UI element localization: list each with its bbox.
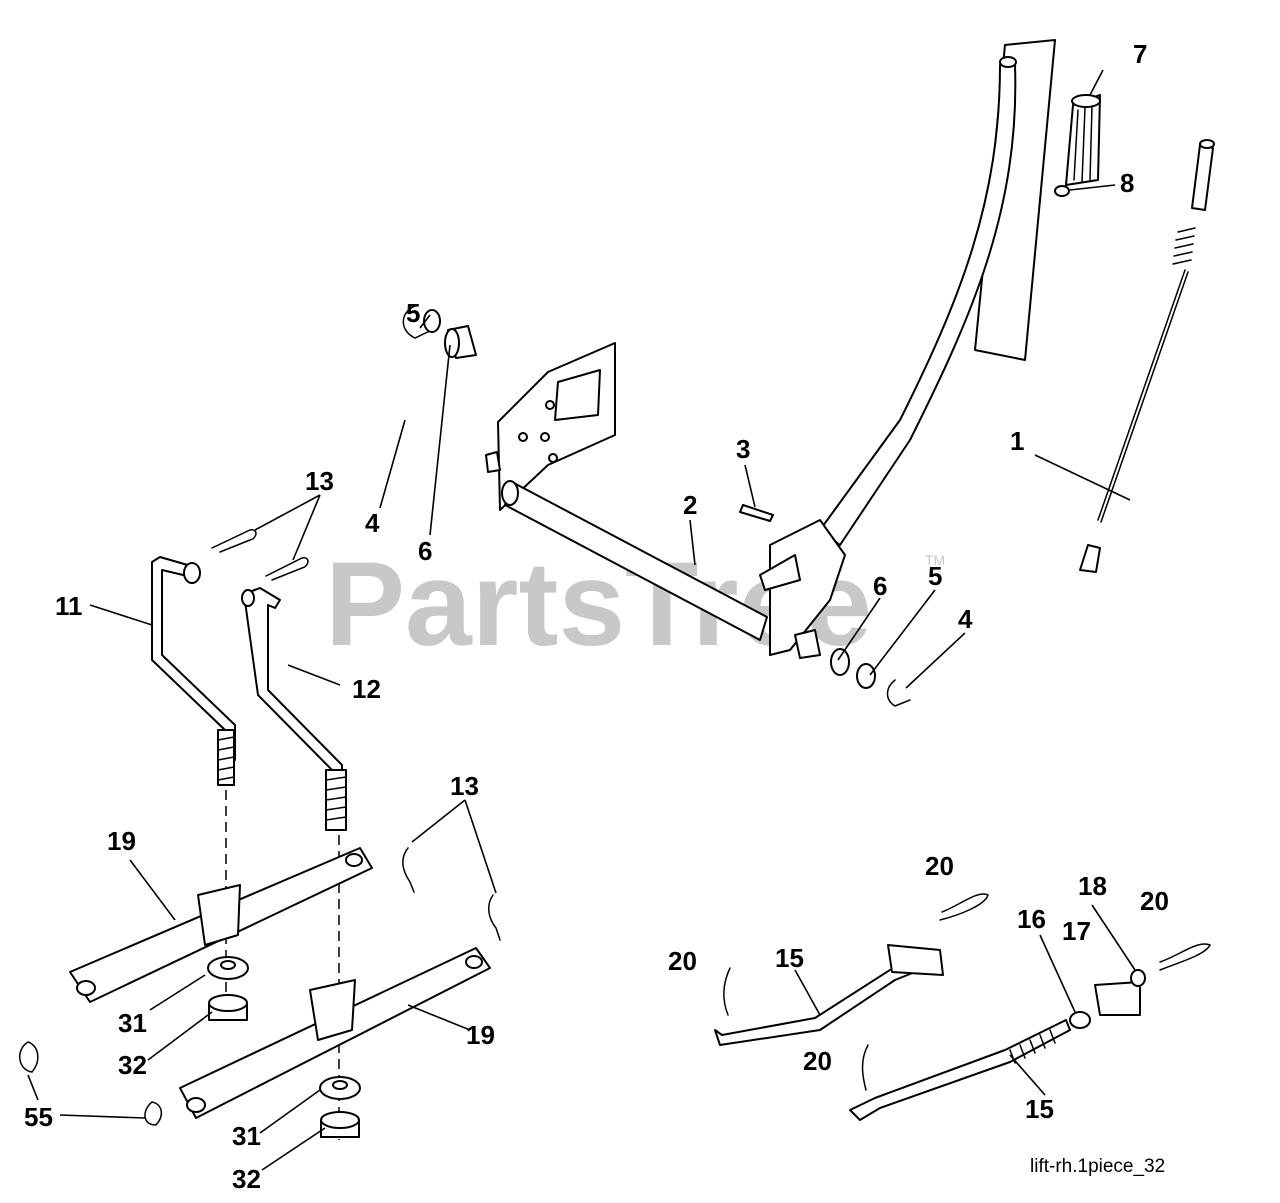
callout-5-left: 5 bbox=[406, 298, 420, 328]
callout-17: 17 bbox=[1062, 916, 1091, 946]
washer-18 bbox=[1130, 969, 1146, 987]
callout-4-left: 4 bbox=[365, 508, 380, 538]
callout-18: 18 bbox=[1078, 871, 1107, 901]
washer-nut-lower bbox=[319, 1076, 361, 1138]
lift-arm-lower bbox=[179, 947, 491, 1119]
callout-6-left: 6 bbox=[418, 536, 432, 566]
grip-cap bbox=[1054, 185, 1070, 197]
callout-15-lower: 15 bbox=[1025, 1094, 1054, 1124]
handle-mount-bracket bbox=[759, 519, 846, 656]
right-shaft-hardware bbox=[794, 629, 911, 707]
callout-2: 2 bbox=[683, 490, 697, 520]
lift-bracket-plate bbox=[497, 342, 616, 511]
hitch-clips-55 bbox=[19, 1041, 163, 1126]
callout-13-lower: 13 bbox=[450, 771, 479, 801]
callout-32-upper: 32 bbox=[118, 1050, 147, 1080]
watermark-tm: TM bbox=[925, 552, 945, 568]
hair-pin-clips-20 bbox=[723, 893, 1212, 1091]
callout-16: 16 bbox=[1017, 904, 1046, 934]
callout-13-upper: 13 bbox=[305, 466, 334, 496]
callout-31-lower: 31 bbox=[232, 1121, 261, 1151]
callout-1: 1 bbox=[1010, 426, 1024, 456]
callout-32-lower: 32 bbox=[232, 1164, 261, 1194]
callout-6-right: 6 bbox=[873, 571, 887, 601]
callout-5-right: 5 bbox=[928, 561, 942, 591]
left-shaft-hardware bbox=[402, 304, 501, 473]
callout-19-lower: 19 bbox=[466, 1020, 495, 1050]
adjust-rod-upper-15 bbox=[714, 944, 944, 1046]
lower-hair-clips bbox=[402, 847, 501, 941]
upper-hair-clips bbox=[211, 529, 309, 581]
callout-7: 7 bbox=[1133, 39, 1147, 69]
callout-20-left: 20 bbox=[668, 946, 697, 976]
adjust-rod-lower-15 bbox=[849, 1019, 1071, 1121]
callout-4-right: 4 bbox=[958, 604, 973, 634]
roll-pin bbox=[739, 504, 774, 522]
callout-15-upper: 15 bbox=[775, 943, 804, 973]
callout-3: 3 bbox=[736, 434, 750, 464]
callout-31-upper: 31 bbox=[118, 1008, 147, 1038]
callout-20-bottom: 20 bbox=[803, 1046, 832, 1076]
callout-20-top: 20 bbox=[925, 851, 954, 881]
lift-link-rod-11 bbox=[151, 556, 236, 786]
handle-grip bbox=[1065, 94, 1101, 186]
lift-handle-outline bbox=[819, 39, 1056, 546]
trunnion-17 bbox=[1094, 981, 1141, 1016]
lift-rod-with-spring bbox=[1079, 139, 1215, 573]
washer-nut-upper bbox=[207, 956, 249, 1021]
callout-55: 55 bbox=[24, 1102, 53, 1132]
callout-8: 8 bbox=[1120, 168, 1134, 198]
callout-12: 12 bbox=[352, 674, 381, 704]
lift-link-rod-12 bbox=[241, 587, 347, 831]
lift-shaft bbox=[501, 480, 768, 641]
callout-19-upper: 19 bbox=[107, 826, 136, 856]
leader-lines bbox=[27, 69, 1136, 1171]
callout-11: 11 bbox=[55, 591, 83, 621]
diagram-caption: lift-rh.1piece_32 bbox=[1030, 1156, 1165, 1177]
lift-arm-upper bbox=[69, 847, 373, 1003]
callout-20-right: 20 bbox=[1140, 886, 1169, 916]
jam-nut-16 bbox=[1069, 1011, 1091, 1029]
